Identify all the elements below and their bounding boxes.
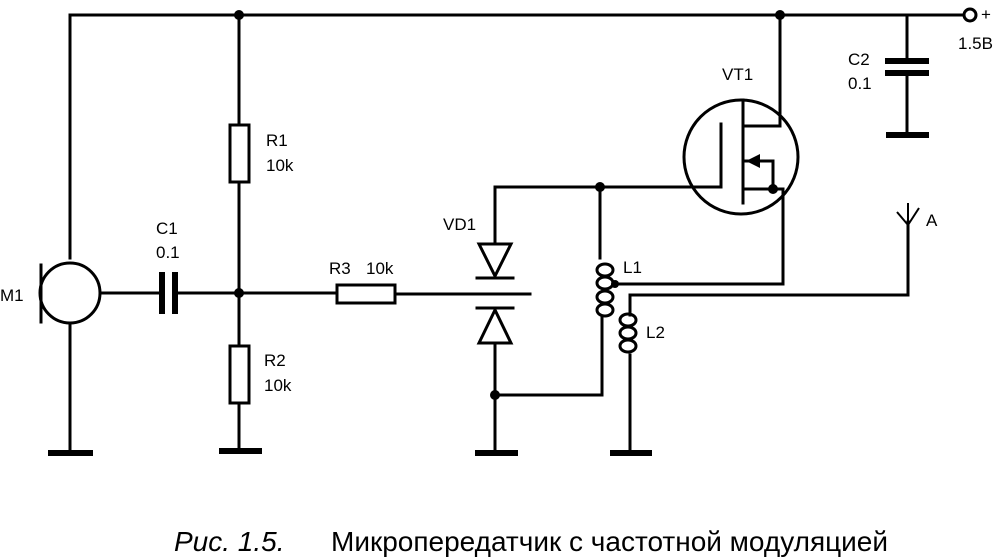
- c2-label: C2: [848, 50, 870, 69]
- r3-value: 10k: [366, 259, 394, 278]
- l1-label: L1: [623, 258, 642, 277]
- vd1-label: VD1: [443, 215, 476, 234]
- body-arrow: [746, 154, 760, 168]
- figure-caption: Микропередатчик с частотной модуляцией: [331, 526, 888, 557]
- r1-label: R1: [266, 131, 288, 150]
- l1-inductor: [595, 262, 615, 318]
- varicap-diode-lower: [476, 306, 514, 345]
- r3-label: R3: [329, 259, 351, 278]
- antenna-label: A: [926, 211, 938, 230]
- r1-resistor: [228, 123, 251, 184]
- r2-value: 10k: [264, 376, 292, 395]
- r3-resistor: [335, 283, 397, 305]
- supply-polarity-label: +: [981, 5, 991, 24]
- r2-label: R2: [264, 351, 286, 370]
- microphone-symbol: [38, 261, 102, 325]
- l2-inductor: [618, 312, 638, 354]
- l2-label: L2: [646, 323, 665, 342]
- c1-label: C1: [156, 219, 178, 238]
- c2-value: 0.1: [848, 74, 872, 93]
- r2-resistor: [228, 344, 251, 405]
- supply-terminal: [962, 7, 978, 23]
- junction-dot: [768, 184, 778, 194]
- c1-value: 0.1: [156, 243, 180, 262]
- varicap-diode-upper: [476, 242, 514, 280]
- figure-number: Рис. 1.5.: [174, 526, 285, 557]
- supply-voltage-label: 1.5В: [958, 34, 993, 53]
- r1-value: 10k: [266, 156, 294, 175]
- vt1-label: VT1: [722, 65, 753, 84]
- m1-label: M1: [0, 286, 24, 305]
